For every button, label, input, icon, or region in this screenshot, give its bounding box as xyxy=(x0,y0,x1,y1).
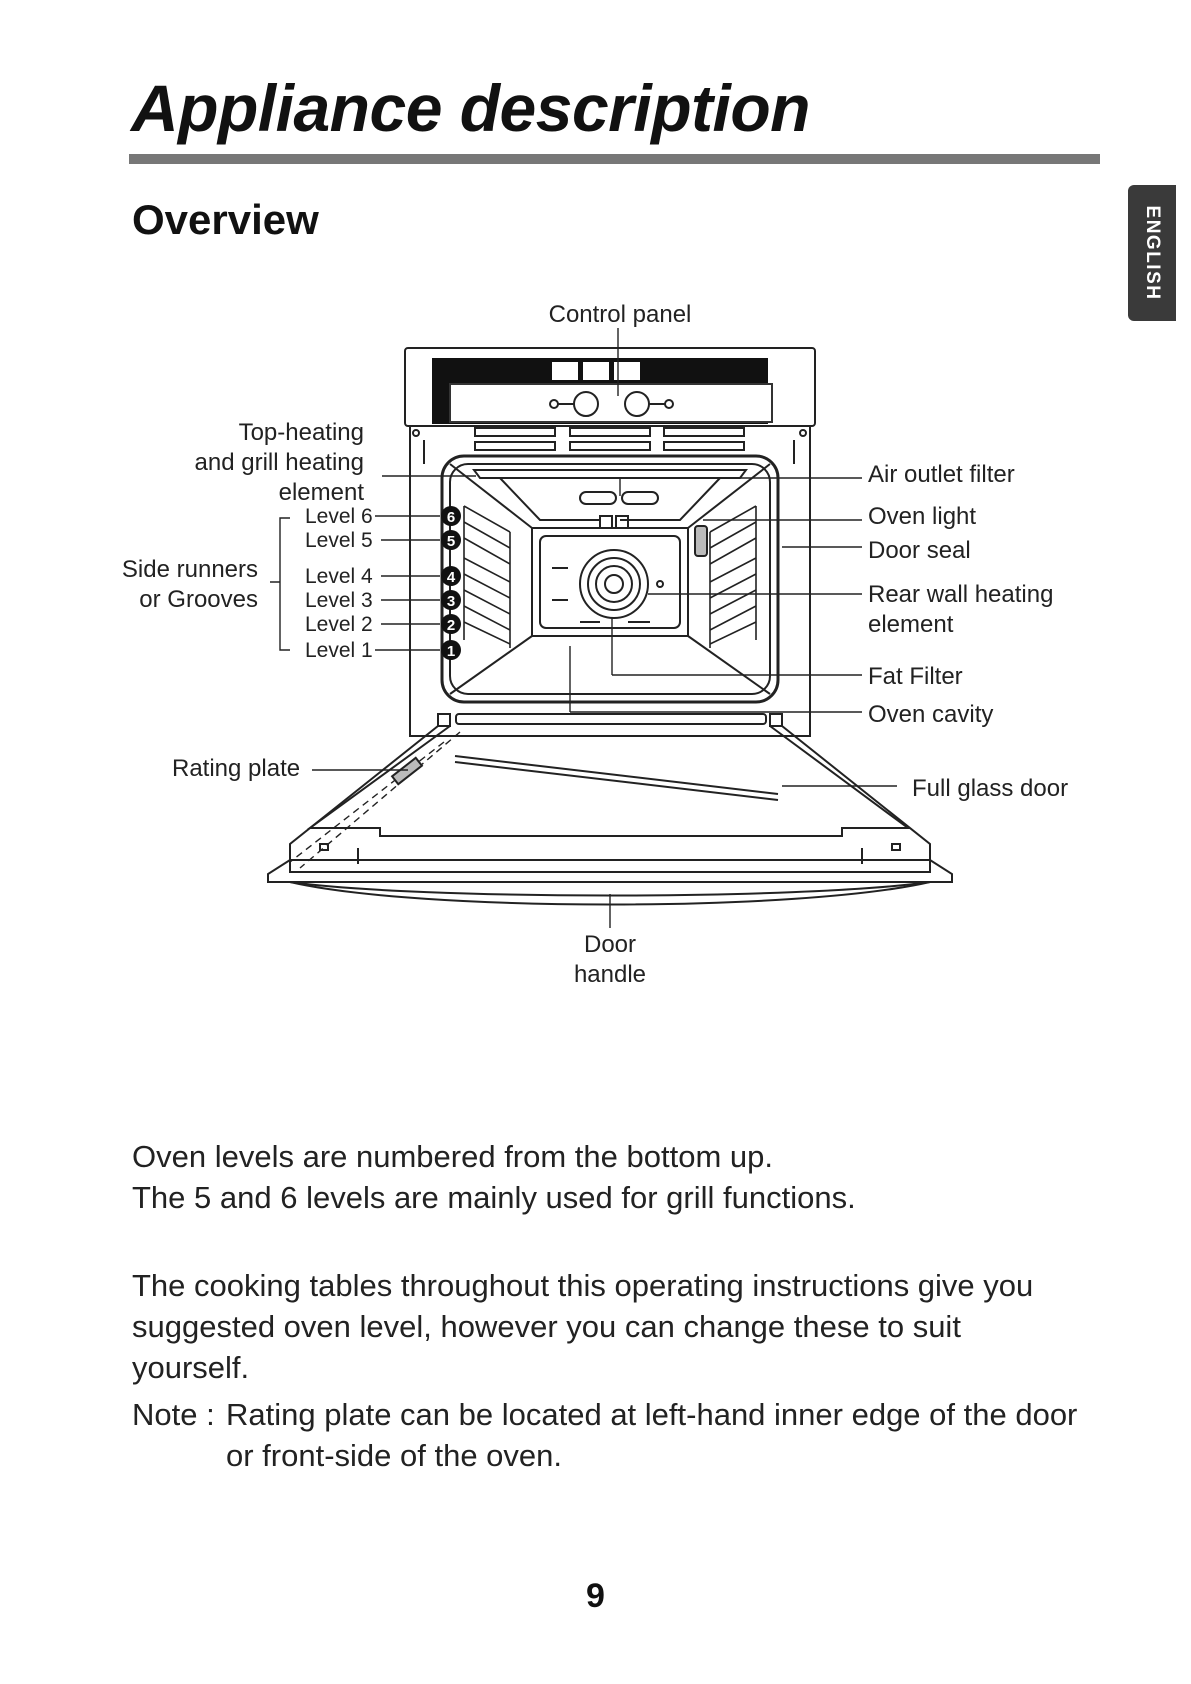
label-side-runners: Side runners or Grooves xyxy=(121,556,258,613)
label-control-panel: Control panel xyxy=(548,301,692,328)
section-title: Overview xyxy=(132,196,319,243)
paragraph-levels-numbering: Oven levels are numbered from the bottom… xyxy=(132,1139,773,1174)
label-rating-plate: Rating plate xyxy=(172,755,301,782)
label-level-6: Level 6 xyxy=(305,505,373,528)
level-badge-1-text: 1 xyxy=(447,643,455,660)
label-air-outlet-filter: Air outlet filter xyxy=(868,461,1015,488)
label-level-5: Level 5 xyxy=(305,529,373,552)
oven-diagram: 6 5 4 3 2 1 Control panel Top-heating an… xyxy=(0,300,1191,1080)
level-badge-4: 4 xyxy=(441,566,461,586)
note-text: Rating plate can be located at left-hand… xyxy=(226,1397,1078,1473)
label-fat-filter: Fat Filter xyxy=(868,663,963,690)
note-key: Note : xyxy=(132,1397,215,1432)
label-door-seal: Door seal xyxy=(868,537,971,564)
label-full-glass-door: Full glass door xyxy=(912,775,1069,802)
label-oven-cavity: Oven cavity xyxy=(868,701,994,728)
label-door-handle: Door handle xyxy=(573,931,647,988)
paragraph-grill-levels: The 5 and 6 levels are mainly used for g… xyxy=(132,1180,856,1215)
oven-illustration xyxy=(267,328,953,928)
label-top-heating-element: Top-heating and grill heating element xyxy=(194,419,364,506)
page-title: Appliance description xyxy=(131,71,810,145)
level-badge-6-text: 6 xyxy=(447,509,455,526)
level-badges: 6 5 4 3 2 1 xyxy=(441,506,461,660)
level-badge-4-text: 4 xyxy=(447,569,456,586)
label-level-4: Level 4 xyxy=(305,565,373,588)
level-badge-2: 2 xyxy=(441,614,461,634)
page-number: 9 xyxy=(586,1577,605,1615)
level-badge-5: 5 xyxy=(441,530,461,550)
language-tab: ENGLISH xyxy=(1128,185,1176,321)
level-badge-3-text: 3 xyxy=(447,593,455,610)
label-oven-light: Oven light xyxy=(868,503,977,530)
label-level-2: Level 2 xyxy=(305,613,373,636)
language-tab-label: ENGLISH xyxy=(1142,205,1163,301)
label-rear-wall-heating-element: Rear wall heating element xyxy=(868,581,1054,638)
level-badge-1: 1 xyxy=(441,640,461,660)
paragraph-cooking-tables: The cooking tables throughout this opera… xyxy=(132,1268,1034,1385)
level-badge-3: 3 xyxy=(441,590,461,610)
level-badge-5-text: 5 xyxy=(447,533,455,550)
level-badge-6: 6 xyxy=(441,506,461,526)
level-badge-2-text: 2 xyxy=(447,617,455,634)
title-underline xyxy=(129,154,1100,164)
label-level-1: Level 1 xyxy=(305,639,373,662)
label-level-3: Level 3 xyxy=(305,589,373,612)
